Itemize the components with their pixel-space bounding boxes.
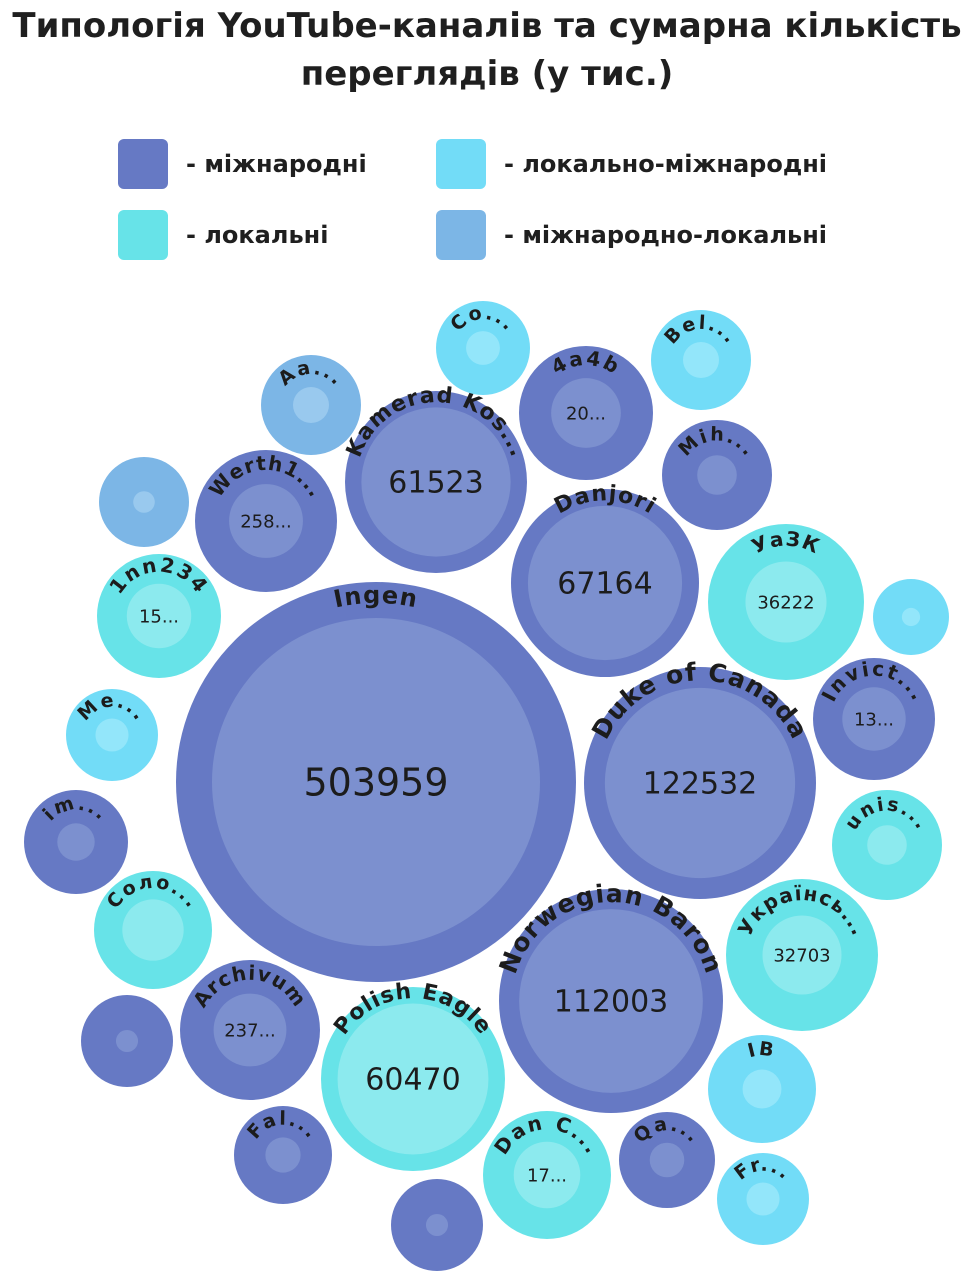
bubble-unis-14: unis... [832,790,942,900]
bubble-inner [212,618,540,946]
legend-swatch-local [118,210,168,260]
bubble-unlabeled-27 [81,995,173,1087]
legend-label-international-local: - міжнародно-локальні [504,221,828,249]
bubble-inner [513,1141,581,1209]
bubble-inner [901,607,921,627]
bubble-inner [683,342,719,378]
bubble-value: 36222 [757,592,814,613]
bubble-value: 32703 [773,945,830,966]
bubble-inner [527,505,683,661]
bubble-value: 258... [240,511,292,532]
legend-label-local: - локальні [186,221,329,249]
bubble-inner [337,1003,489,1155]
legend-item-international-local: - міжнародно-локальні [436,210,827,260]
bubble-inner [519,909,703,1093]
bubble-inner [126,583,192,649]
bubble-українсь-7: Українсь...32703 [726,879,878,1031]
legend-swatch-local-international [436,139,486,189]
bubble-inner [649,1142,685,1178]
bubble-im-23: im... [24,790,128,894]
bubble-value: 237... [224,1020,276,1041]
bubble-value: 67164 [557,567,652,602]
bubble-werth1-8: Werth1...258... [195,450,337,592]
bubble-bel-18: Bel... [651,310,751,410]
legend-swatch-international [118,139,168,189]
bubble-inner [95,718,129,752]
legend-label-international: - міжнародні [186,150,367,178]
bubble-unlabeled-29 [873,579,949,655]
bubble-qa-25: Qa... [619,1112,715,1208]
bubble-label: IB [745,1038,777,1063]
bubble-aa-19: Aa... [261,355,361,455]
bubble-value: 122532 [643,767,758,802]
legend-swatch-international-local [436,210,486,260]
bubble-4a4b-10: 4a4b20... [519,346,653,480]
bubble-inner [115,1029,139,1053]
bubble-co-20: Co... [436,301,530,395]
bubble-value: 503959 [303,760,448,804]
bubble-value: 60470 [365,1063,460,1098]
bubble-inner [133,491,155,513]
bubble-inner [745,561,827,643]
chart-title: Типологія YouTube-каналів та сумарна кіл… [12,6,962,94]
bubble-fr-24: Fr... [717,1153,809,1245]
bubble-inner [697,455,737,495]
legend-item-international: - міжнародні [118,139,367,189]
bubble-inner [604,687,796,879]
bubble-ingen-0: Ingen 503959 [176,581,576,982]
bubble-value: 15... [139,606,179,627]
bubble-value: 112003 [554,985,669,1020]
bubble-inner [466,331,500,365]
bubble-inner [57,823,95,861]
bubble-соло-15: Соло... [94,871,212,989]
legend-label-local-international: - локально-міжнародні [504,150,828,178]
bubble-dan-c-11: Dan C...17... [483,1110,611,1239]
bubble-value: 13... [854,709,894,730]
bubble-unlabeled-28 [391,1179,483,1271]
bubble-inner [742,1069,782,1109]
bubble-value: 20... [566,403,606,424]
bubble-inner [265,1137,301,1173]
bubble-inner [361,407,511,557]
bubble-invict-13: Invict...13... [813,656,935,780]
bubble-inner [213,993,287,1067]
legend-item-local-international: - локально-міжнародні [436,139,827,189]
bubble-label: Ingen [331,581,420,614]
bubble-inner [746,1182,780,1216]
bubble-inner [293,387,329,423]
bubble-fal-22: Fal... [234,1106,332,1204]
bubble-inner [762,915,842,995]
bubble-mih-17: Mih... [662,420,772,530]
bubble-value: 17... [527,1165,567,1186]
bubble-archivum-9: Archivum237... [180,960,320,1100]
bubble-value: 61523 [388,466,483,501]
bubble-ib-16: IB [708,1035,816,1143]
bubble-me-21: Me... [66,689,158,781]
bubble-1nn234-12: 1nn23415... [97,552,221,678]
legend-item-local: - локальні [118,210,328,260]
bubble-inner [842,687,906,751]
bubble-unlabeled-26 [99,457,189,547]
bubble-inner [551,378,621,448]
bubble-kamerad-kos-4: Kamerad Kos...61523 [342,383,529,573]
bubble-inner [122,899,184,961]
bubble-inner [425,1213,449,1237]
bubble-inner [867,825,907,865]
bubble-inner [229,484,303,558]
